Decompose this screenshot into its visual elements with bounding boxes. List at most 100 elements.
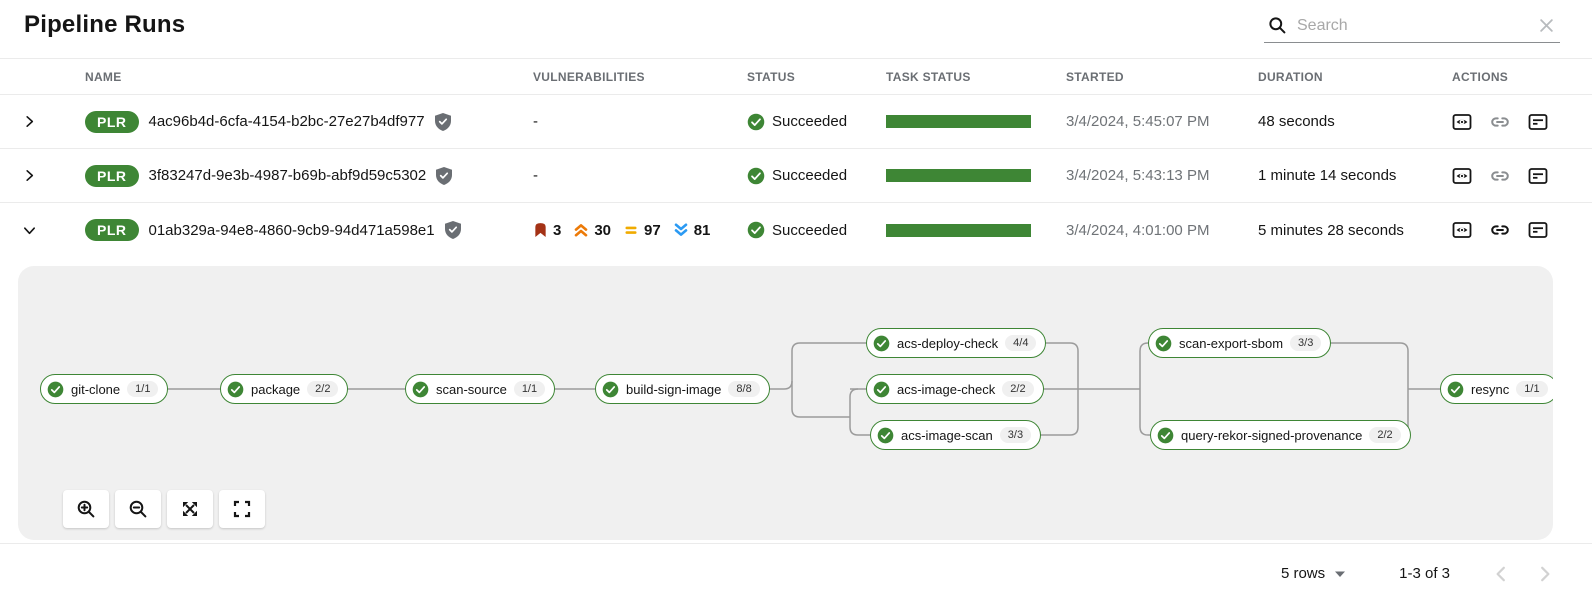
task-success-icon — [602, 381, 619, 398]
medium-severity-icon — [623, 222, 639, 238]
table-header: NAME VULNERABILITIES STATUS TASK STATUS … — [0, 58, 1592, 95]
chevron-right-icon — [22, 168, 37, 183]
column-header-task-status: TASK STATUS — [886, 69, 971, 84]
task-step-count: 8/8 — [728, 381, 760, 397]
success-icon — [747, 167, 765, 185]
task-status-bar — [886, 115, 1031, 128]
page-title: Pipeline Runs — [24, 11, 186, 38]
low-severity-icon — [673, 222, 689, 238]
task-step-count: 1/1 — [513, 381, 546, 397]
vulnerabilities-value: - — [533, 166, 538, 184]
fit-to-screen-button[interactable] — [167, 490, 213, 528]
task-label: git-clone — [71, 381, 121, 397]
status-label: Succeeded — [772, 167, 848, 184]
task-node-package[interactable]: package 2/2 — [220, 374, 349, 404]
view-logs-button[interactable] — [1528, 112, 1548, 132]
chevron-down-icon — [22, 223, 37, 238]
task-node-scan-source[interactable]: scan-source 1/1 — [405, 374, 556, 404]
critical-count: 3 — [553, 221, 562, 239]
task-label: resync — [1471, 381, 1510, 397]
chevron-right-icon — [22, 114, 37, 129]
medium-count: 97 — [644, 221, 661, 239]
task-success-icon — [47, 381, 64, 398]
clear-search-icon[interactable] — [1539, 18, 1554, 33]
task-node-acs-deploy-check[interactable]: acs-deploy-check 4/4 — [866, 328, 1047, 358]
expand-toggle[interactable] — [0, 114, 66, 129]
task-success-icon — [1447, 381, 1464, 398]
duration-value: 1 minute 14 seconds — [1258, 167, 1397, 184]
vulnerabilities-value: - — [533, 112, 538, 130]
started-timestamp: 3/4/2024, 5:43:13 PM — [1066, 167, 1210, 184]
pagination-range-label: 1-3 of 3 — [1399, 565, 1450, 582]
zoom-in-button[interactable] — [63, 490, 109, 528]
started-timestamp: 3/4/2024, 5:45:07 PM — [1066, 113, 1210, 130]
task-label: build-sign-image — [626, 381, 722, 397]
view-output-button[interactable] — [1452, 166, 1472, 186]
duration-value: 48 seconds — [1258, 113, 1335, 130]
task-step-count: 4/4 — [1005, 335, 1037, 351]
view-output-button[interactable] — [1452, 220, 1472, 240]
rows-per-page-select[interactable]: 5 rows — [1281, 565, 1346, 582]
next-page-button[interactable] — [1536, 565, 1554, 583]
search-box[interactable] — [1264, 9, 1560, 43]
view-logs-button[interactable] — [1528, 220, 1548, 240]
task-label: scan-source — [436, 381, 507, 397]
task-node-acs-image-scan[interactable]: acs-image-scan 3/3 — [870, 420, 1042, 450]
task-step-count: 1/1 — [1516, 381, 1548, 397]
view-logs-button[interactable] — [1528, 166, 1548, 186]
high-severity-icon — [573, 222, 589, 238]
task-success-icon — [227, 381, 244, 398]
task-node-resync[interactable]: resync 1/1 — [1440, 374, 1553, 404]
graph-controls — [63, 490, 265, 528]
pipeline-run-link[interactable]: 01ab329a-94e8-4860-9cb9-94d471a598e1 — [148, 221, 435, 239]
pipeline-graph-panel: git-clone 1/1 package 2/2 scan-source 1/… — [18, 266, 1553, 540]
task-success-icon — [1155, 335, 1172, 352]
column-header-started: STARTED — [1066, 69, 1124, 84]
column-header-status: STATUS — [747, 69, 796, 84]
critical-severity-icon — [533, 222, 548, 238]
previous-page-button[interactable] — [1492, 565, 1510, 583]
task-step-count: 3/3 — [1290, 335, 1322, 351]
low-count: 81 — [693, 221, 711, 239]
column-header-vulnerabilities: VULNERABILITIES — [533, 69, 645, 84]
table-row: PLR 01ab329a-94e8-4860-9cb9-94d471a598e1… — [0, 203, 1592, 257]
pagination-footer: 5 rows 1-3 of 3 — [0, 543, 1592, 603]
task-label: acs-image-check — [897, 381, 996, 397]
sbom-link-button[interactable] — [1489, 219, 1511, 241]
task-label: package — [251, 381, 301, 397]
sbom-link-button[interactable] — [1489, 111, 1511, 133]
task-node-scan-export-sbom[interactable]: scan-export-sbom 3/3 — [1148, 328, 1332, 358]
success-icon — [747, 113, 765, 131]
plr-badge: PLR — [85, 164, 139, 187]
task-step-count: 2/2 — [1002, 381, 1034, 397]
fullscreen-button[interactable] — [219, 490, 265, 528]
pipeline-run-link[interactable]: 3f83247d-9e3b-4987-b69b-abf9d59c5302 — [148, 167, 427, 184]
task-node-query-rekor-signed-provenance[interactable]: query-rekor-signed-provenance 2/2 — [1150, 420, 1411, 450]
task-node-build-sign-image[interactable]: build-sign-image 8/8 — [595, 374, 770, 404]
table-row: PLR 3f83247d-9e3b-4987-b69b-abf9d59c5302… — [0, 149, 1592, 203]
collapse-toggle[interactable] — [0, 223, 66, 238]
task-success-icon — [873, 335, 890, 352]
task-label: scan-export-sbom — [1179, 335, 1284, 351]
plr-badge: PLR — [85, 219, 139, 241]
task-label: acs-deploy-check — [897, 335, 999, 351]
table-row: PLR 4ac96b4d-6cfa-4154-b2bc-27e27b4df977… — [0, 95, 1592, 149]
status-label: Succeeded — [772, 113, 848, 130]
column-header-actions: ACTIONS — [1452, 69, 1509, 84]
task-label: acs-image-scan — [901, 427, 993, 443]
sbom-link-button[interactable] — [1489, 165, 1511, 187]
expand-toggle[interactable] — [0, 168, 66, 183]
status-label: Succeeded — [772, 221, 848, 239]
task-step-count: 2/2 — [307, 381, 339, 397]
signed-shield-icon — [444, 221, 461, 239]
search-input[interactable] — [1297, 16, 1529, 35]
task-node-acs-image-check[interactable]: acs-image-check 2/2 — [866, 374, 1044, 404]
pipeline-run-link[interactable]: 4ac96b4d-6cfa-4154-b2bc-27e27b4df977 — [148, 113, 425, 130]
signed-shield-icon — [436, 166, 453, 185]
zoom-out-button[interactable] — [115, 490, 161, 528]
view-output-button[interactable] — [1452, 112, 1472, 132]
task-step-count: 1/1 — [127, 381, 159, 397]
task-step-count: 3/3 — [999, 427, 1032, 443]
task-node-git-clone[interactable]: git-clone 1/1 — [40, 374, 169, 404]
column-header-duration: DURATION — [1258, 69, 1323, 84]
